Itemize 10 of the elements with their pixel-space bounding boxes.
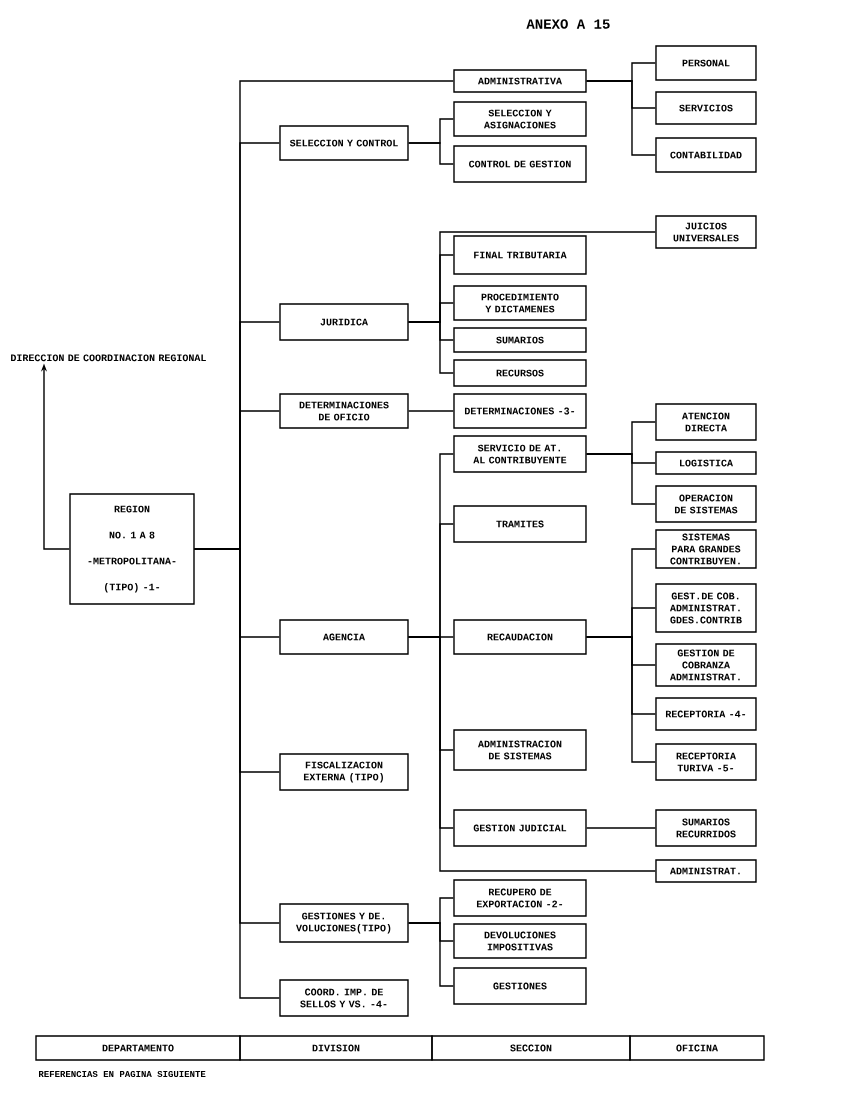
connector [586,453,656,505]
connector [586,636,656,763]
connector [408,636,656,872]
connector [586,827,656,829]
connector [408,142,454,165]
connector [586,80,656,156]
connector [194,548,280,999]
connector [408,922,454,987]
connector [408,321,454,374]
connector [408,410,454,412]
